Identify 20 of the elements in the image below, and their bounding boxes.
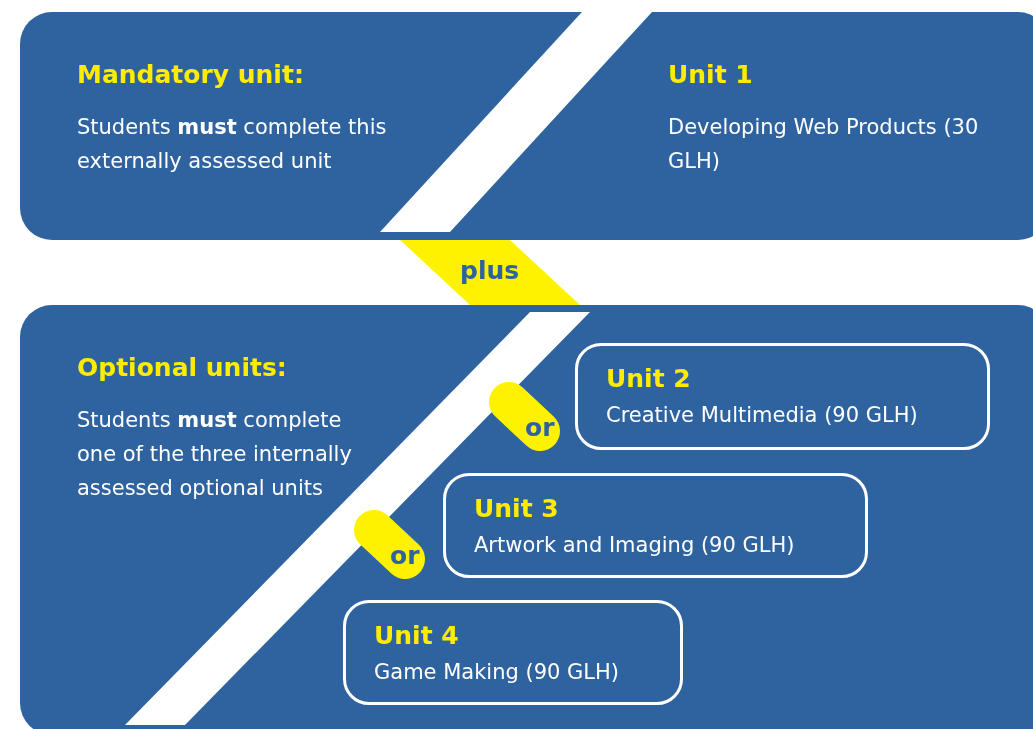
- unit-description: Creative Multimedia (90 GLH): [606, 402, 918, 429]
- panel: [20, 305, 1033, 729]
- unit-box: [443, 473, 868, 578]
- unit-box: [575, 343, 990, 450]
- description: Students must complete one of the three internally assessed optional units: [77, 407, 353, 502]
- unit-description: Game Making (90 GLH): [374, 659, 620, 686]
- tab-label: or: [525, 415, 555, 441]
- panel: [20, 12, 1033, 240]
- tab-label: or: [390, 543, 420, 569]
- unit-title: Unit 4: [374, 621, 459, 650]
- heading: Unit 1: [668, 60, 753, 89]
- heading: Optional units:: [77, 353, 287, 382]
- unit-box: [343, 600, 683, 705]
- description: Developing Web Products (30 GLH): [668, 114, 980, 175]
- unit-title: Unit 3: [474, 494, 559, 523]
- heading: Mandatory unit:: [77, 60, 304, 89]
- unit-title: Unit 2: [606, 364, 691, 393]
- band-label: plus: [460, 256, 520, 285]
- unit-description: Artwork and Imaging (90 GLH): [474, 532, 795, 559]
- description: Students must complete this externally assessed unit: [77, 114, 388, 175]
